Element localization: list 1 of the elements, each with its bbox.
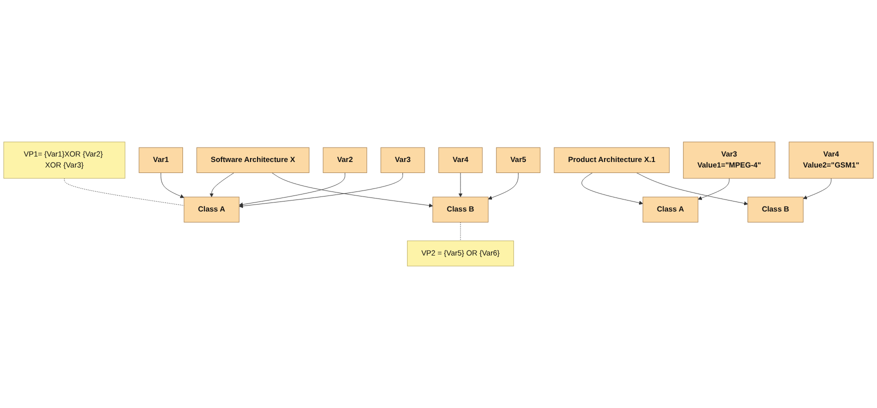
connector	[64, 178, 184, 206]
